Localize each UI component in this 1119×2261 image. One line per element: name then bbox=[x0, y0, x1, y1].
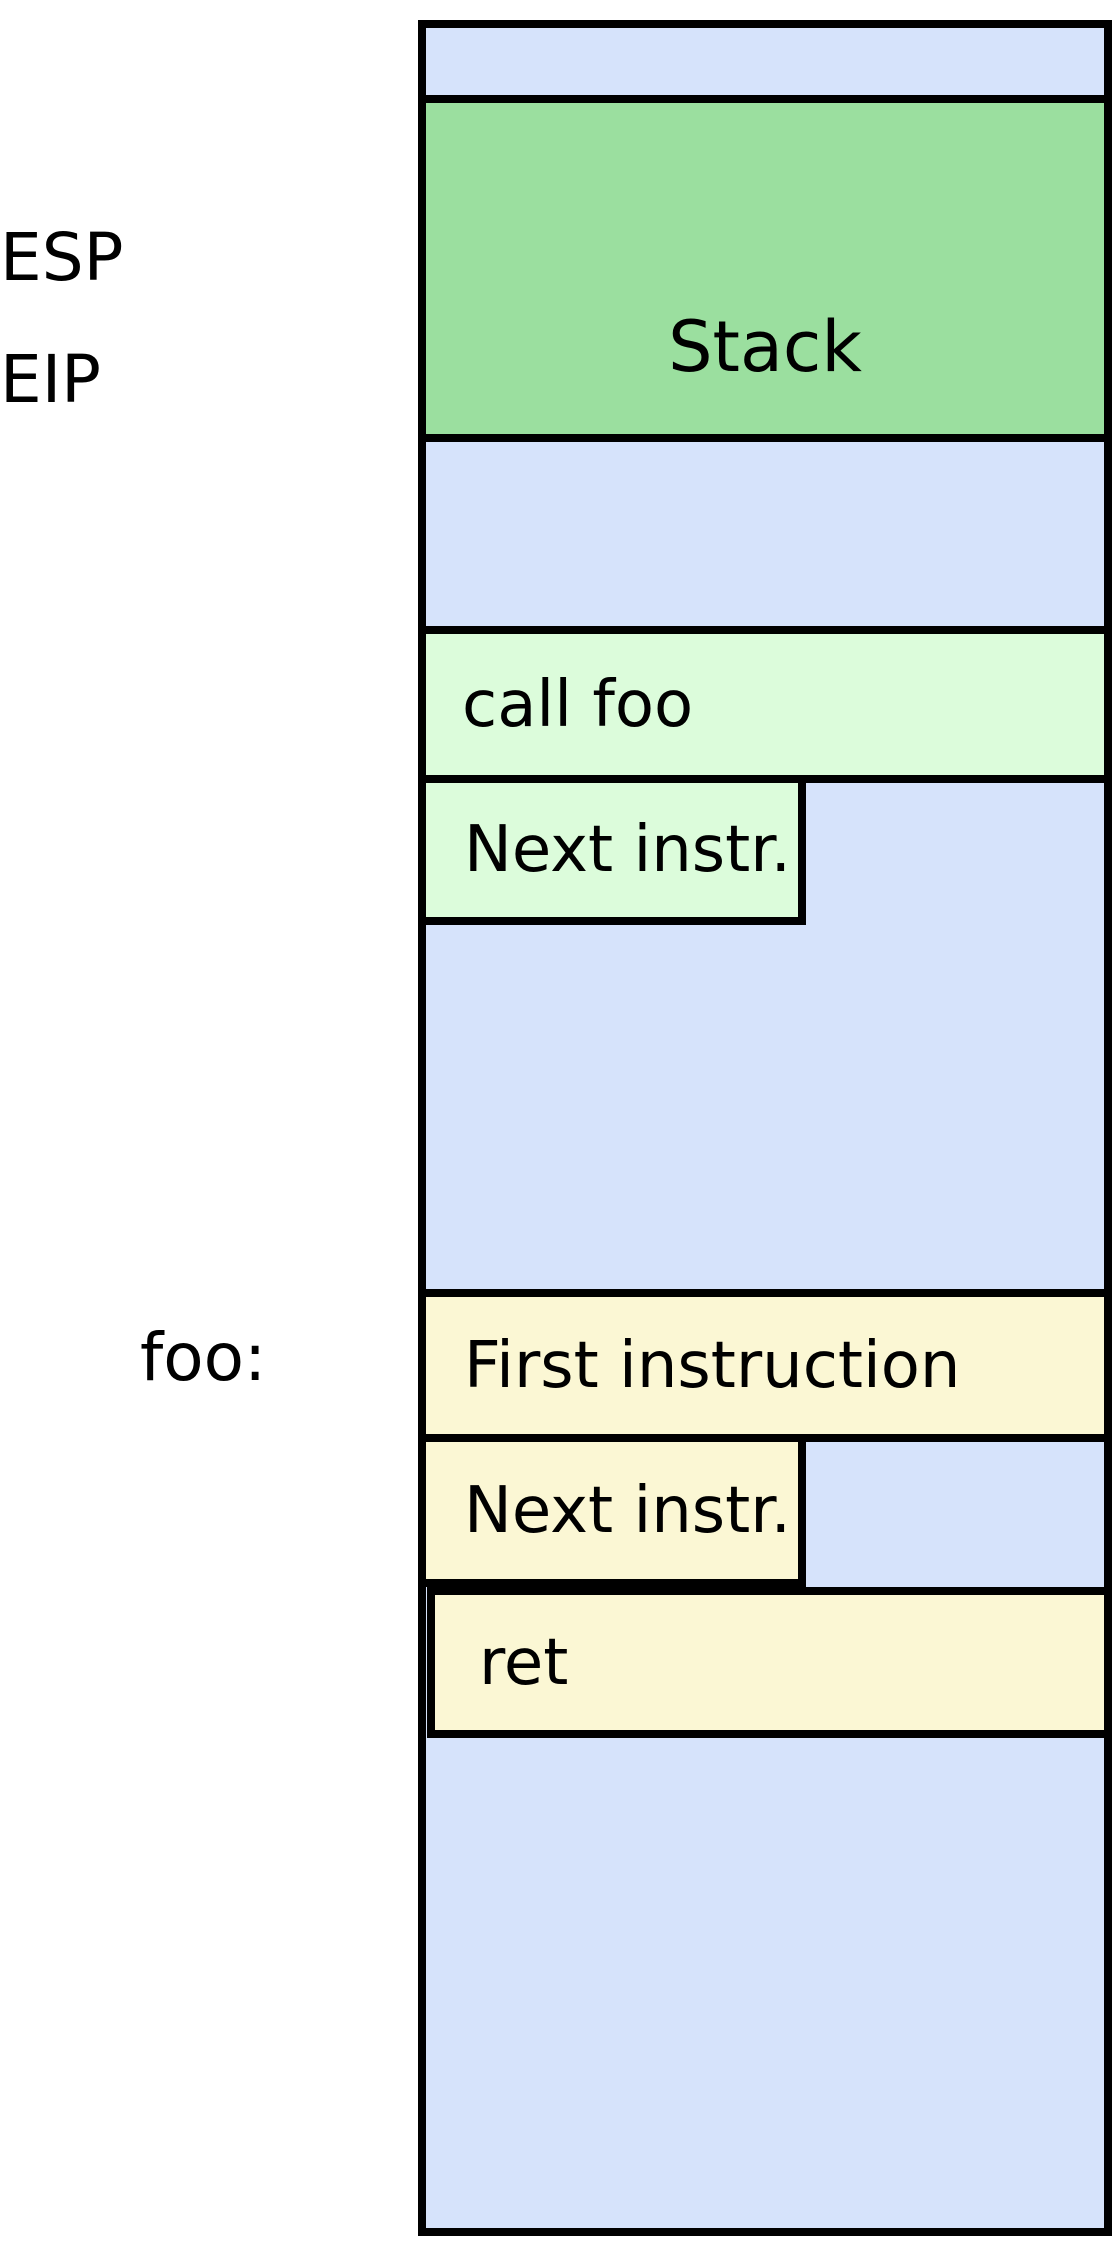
foo-function-label: foo: bbox=[140, 1319, 267, 1396]
stack-block: Stack bbox=[426, 95, 1104, 442]
first-instruction-block: First instruction bbox=[426, 1289, 1104, 1442]
eip-register-label: EIP bbox=[0, 341, 101, 418]
callee-next-instr-label: Next instr. bbox=[464, 1473, 791, 1548]
call-foo-label: call foo bbox=[462, 667, 694, 742]
call-foo-block: call foo bbox=[426, 626, 1104, 783]
ret-label: ret bbox=[479, 1625, 569, 1700]
esp-register-label: ESP bbox=[0, 219, 124, 296]
ret-block: ret bbox=[427, 1587, 1112, 1738]
first-instruction-label: First instruction bbox=[464, 1328, 961, 1403]
caller-next-instr-block: Next instr. bbox=[426, 783, 806, 925]
caller-next-instr-label: Next instr. bbox=[464, 813, 791, 887]
stack-block-label: Stack bbox=[668, 306, 862, 388]
callee-next-instr-block: Next instr. bbox=[426, 1442, 806, 1587]
